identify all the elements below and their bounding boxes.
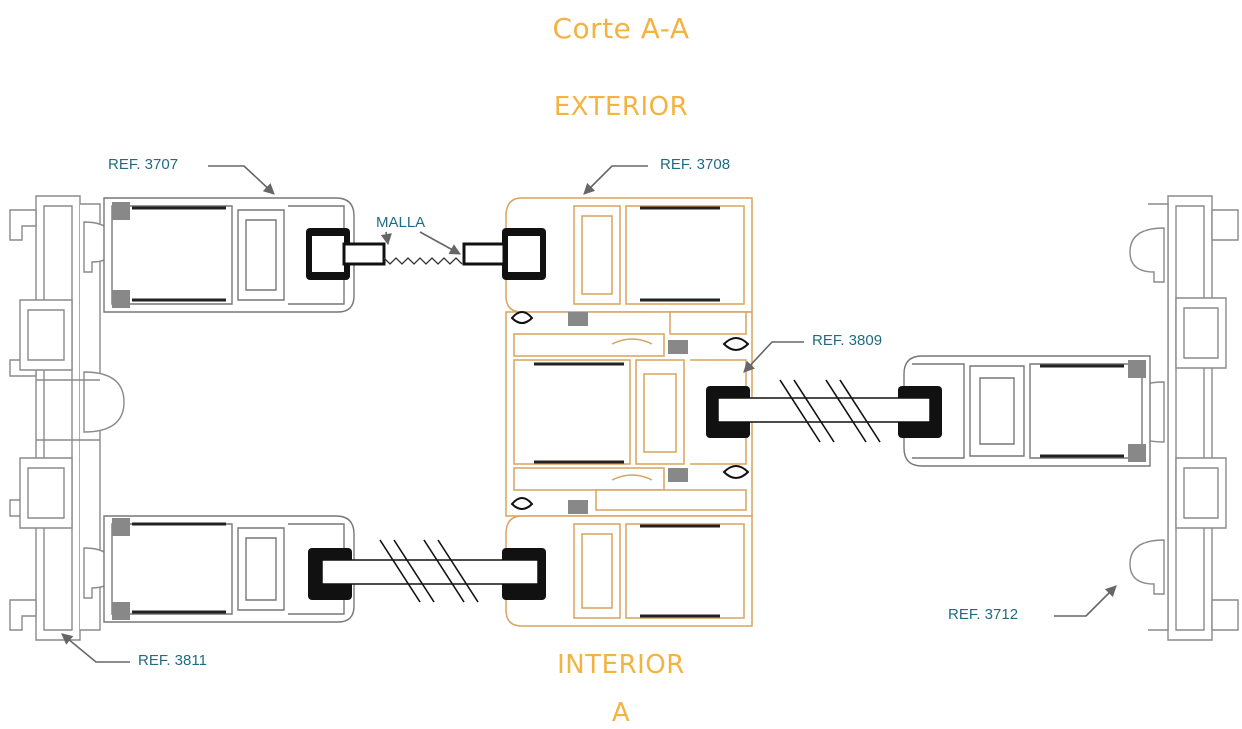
- screen-mesh: [306, 228, 546, 280]
- ref-3708-label: REF. 3708: [660, 156, 731, 173]
- left-bottom-sash: [103, 515, 355, 623]
- exterior-label: EXTERIOR: [553, 92, 689, 122]
- bottom-glazing: [308, 539, 546, 603]
- right-outer-frame: [1123, 195, 1239, 641]
- ref-3707-label: REF. 3707: [108, 156, 179, 173]
- leader-lines: [61, 165, 1117, 663]
- section-mark-label: A: [611, 698, 631, 728]
- middle-glazing: [706, 379, 942, 443]
- malla-label: MALLA: [376, 214, 426, 231]
- ref-3811-label: REF. 3811: [138, 652, 207, 669]
- ref-3809-label: REF. 3809: [812, 332, 883, 349]
- left-outer-frame: [9, 195, 125, 641]
- gasket-clips: [510, 311, 750, 510]
- section-title: Corte A-A: [552, 12, 690, 45]
- ref-3712-label: REF. 3712: [948, 606, 1019, 623]
- left-top-sash: [103, 197, 355, 313]
- interior-label: INTERIOR: [557, 650, 685, 680]
